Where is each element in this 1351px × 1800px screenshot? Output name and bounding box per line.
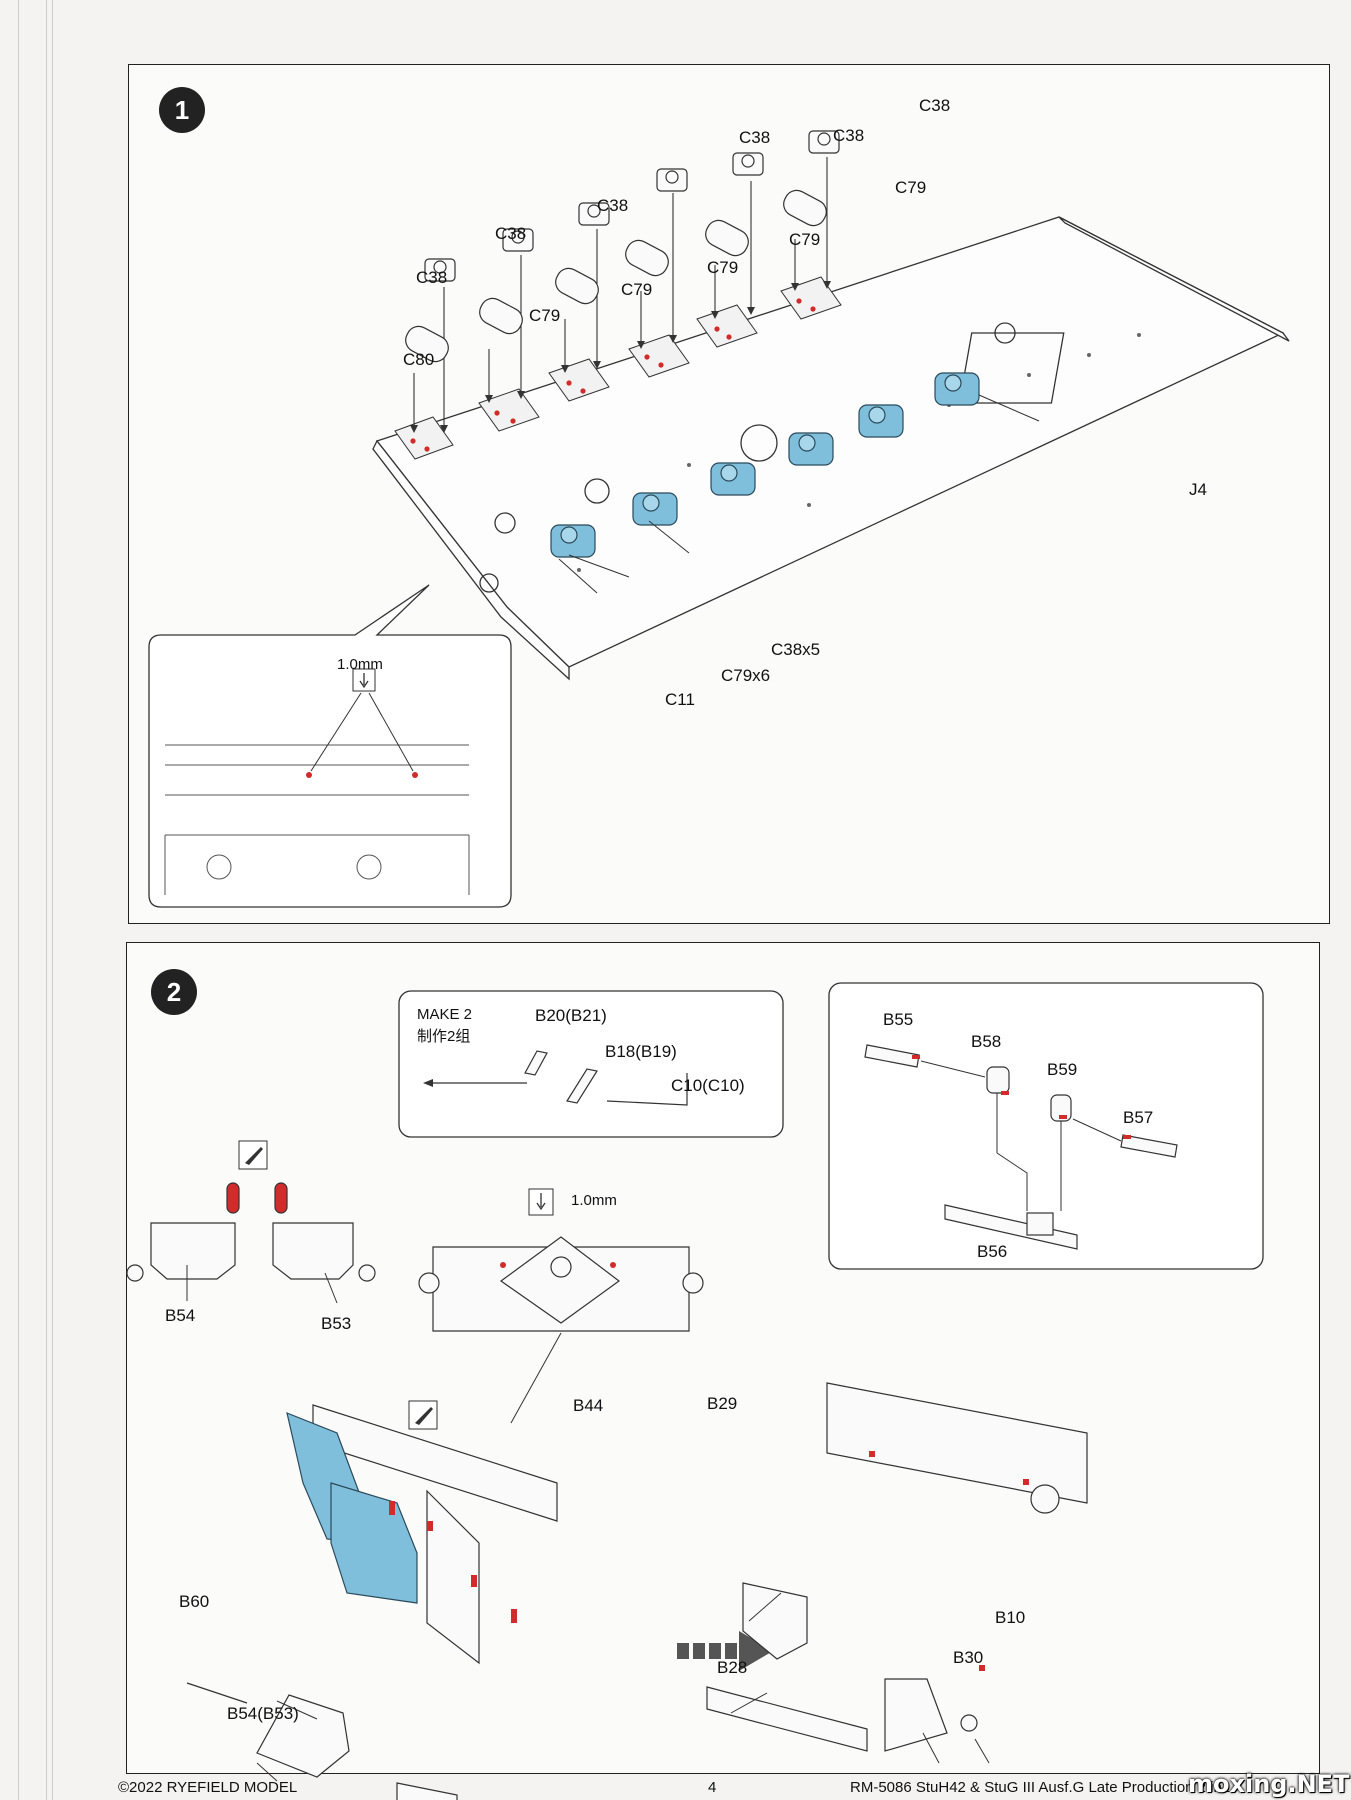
- label-b18-b19: B18(B19): [605, 1042, 677, 1061]
- label-b29: B29: [707, 1394, 737, 1413]
- label-b55: B55: [883, 1010, 913, 1029]
- label-c38: C38: [919, 96, 950, 115]
- footer-product: RM-5086 StuH42 & StuG III Ausf.G Late Pr…: [850, 1779, 1231, 1796]
- make-2-title-cn: 制作2组: [417, 1028, 470, 1045]
- part-c79: [405, 189, 827, 363]
- sheet-edge: [18, 0, 19, 1800]
- label-c79: C79: [529, 306, 560, 325]
- bracket-detail-box: [828, 982, 1264, 1270]
- thickness-note: 1.0mm: [571, 1192, 617, 1209]
- glue-points: [410, 298, 816, 452]
- label-c79: C79: [621, 280, 652, 299]
- label-c79: C79: [707, 258, 738, 277]
- leader-lines: [558, 394, 1040, 594]
- highlighted-suspension-assemblies: [550, 372, 980, 558]
- label-b28: B28: [717, 1658, 747, 1677]
- label-b53: B53: [321, 1314, 351, 1333]
- label-c38: C38: [739, 128, 770, 147]
- label-c80: C80: [403, 350, 434, 369]
- knife-icon: [245, 1147, 263, 1165]
- part-b54-b53: [126, 1182, 376, 1282]
- label-c38: C38: [416, 268, 447, 287]
- label-b54: B54: [165, 1306, 195, 1325]
- label-b59: B59: [1047, 1060, 1077, 1079]
- label-b54-b53: B54(B53): [227, 1704, 299, 1723]
- step-2-diagram: MAKE 2 制作2组 B20(B21) B18(B19) C10(C10) B…: [126, 982, 1264, 1800]
- label-c79x6: C79x6: [721, 666, 770, 685]
- label-c38: C38: [833, 126, 864, 145]
- completed-assembly: [706, 1382, 1088, 1752]
- knife-icon: [415, 1407, 433, 1425]
- glue-icon: [536, 1193, 546, 1211]
- make-2-title: MAKE 2: [417, 1006, 472, 1023]
- watermark: moxing.NET: [1188, 1770, 1350, 1798]
- leader-lines: [186, 1265, 990, 1782]
- lower-left-assembly: [186, 1404, 558, 1800]
- step-number-badge: 2: [151, 969, 197, 1015]
- label-b10: B10: [995, 1608, 1025, 1627]
- highlighted-gun-cradle: [286, 1412, 418, 1604]
- label-b56: B56: [977, 1242, 1007, 1261]
- part-c38: [424, 130, 840, 282]
- label-c11: C11: [665, 690, 695, 709]
- sheet-edge: [46, 0, 47, 1800]
- transition-arrow: [677, 1631, 773, 1671]
- label-b44: B44: [573, 1396, 603, 1415]
- step-1-panel: 1: [128, 64, 1330, 924]
- step-number-badge: 1: [159, 87, 205, 133]
- label-c38x5: C38x5: [771, 640, 820, 659]
- footer-page-number: 4: [708, 1779, 717, 1796]
- step-1-diagram: C38 C38 C38 C38 C38 C38 C79 C79 C79 C79 …: [148, 96, 1290, 908]
- glue-icon: [359, 673, 369, 689]
- label-b60: B60: [179, 1592, 209, 1611]
- detail-thickness: 1.0mm: [337, 656, 383, 673]
- label-b30: B30: [953, 1648, 983, 1667]
- label-j4: J4: [1189, 480, 1207, 499]
- label-c38: C38: [597, 196, 628, 215]
- sheet-edge: [52, 0, 53, 1800]
- make-2-subassembly-box: [398, 990, 784, 1138]
- part-b44: [418, 1236, 704, 1332]
- label-b20-b21: B20(B21): [535, 1006, 607, 1025]
- label-b58: B58: [971, 1032, 1001, 1051]
- footer-copyright: ©2022 RYEFIELD MODEL: [118, 1779, 298, 1796]
- label-b57: B57: [1123, 1108, 1153, 1127]
- assembly-arrows: [413, 157, 828, 427]
- label-c79: C79: [895, 178, 926, 197]
- mounting-pads: [394, 276, 842, 460]
- label-c10: C10(C10): [671, 1076, 745, 1095]
- label-c38: C38: [495, 224, 526, 243]
- label-c79: C79: [789, 230, 820, 249]
- step-2-panel: 2: [126, 942, 1320, 1800]
- detail-callout: [148, 584, 512, 908]
